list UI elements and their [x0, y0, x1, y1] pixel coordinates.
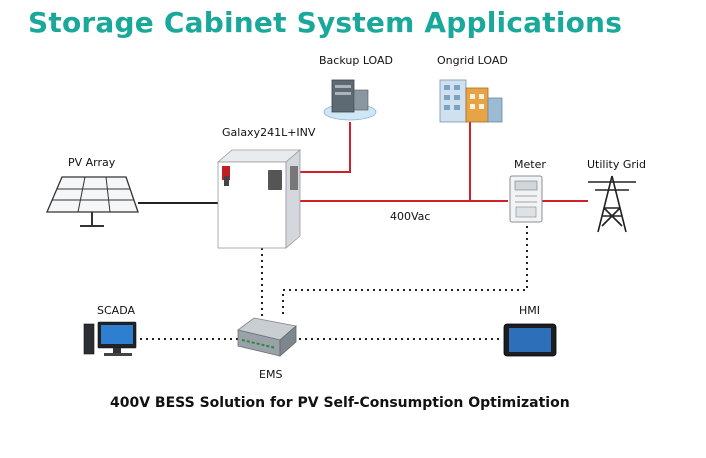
hmi-label: HMI — [519, 304, 541, 317]
pv-array-label: PV Array — [68, 156, 116, 169]
comm-lines — [140, 226, 528, 340]
computer-icon — [83, 321, 137, 356]
cabinet-icon — [216, 149, 302, 249]
power-lines — [300, 122, 588, 202]
page-title: Storage Cabinet System Applications — [28, 6, 623, 39]
meter-ems-comm — [282, 226, 528, 318]
tablet-icon — [503, 323, 557, 357]
utility-grid-label: Utility Grid — [587, 158, 646, 171]
scada-label: SCADA — [97, 304, 135, 317]
meter-icon — [509, 175, 543, 223]
server-cloud-icon — [323, 79, 377, 121]
backup-load-line — [300, 122, 351, 173]
solar-panel-icon — [46, 176, 139, 227]
inverter-label: Galaxy241L+INV — [222, 126, 316, 139]
ems-label: EMS — [259, 368, 283, 381]
ongrid-load-label: Ongrid LOAD — [437, 54, 508, 67]
bus-voltage-label: 400Vac — [390, 210, 431, 223]
meter-label: Meter — [514, 158, 546, 171]
pylon-icon — [588, 175, 636, 233]
building-icon — [439, 79, 503, 123]
diagram-caption: 400V BESS Solution for PV Self-Consumpti… — [110, 395, 570, 411]
ems-controller-icon — [237, 317, 297, 357]
backup-load-label: Backup LOAD — [319, 54, 394, 67]
